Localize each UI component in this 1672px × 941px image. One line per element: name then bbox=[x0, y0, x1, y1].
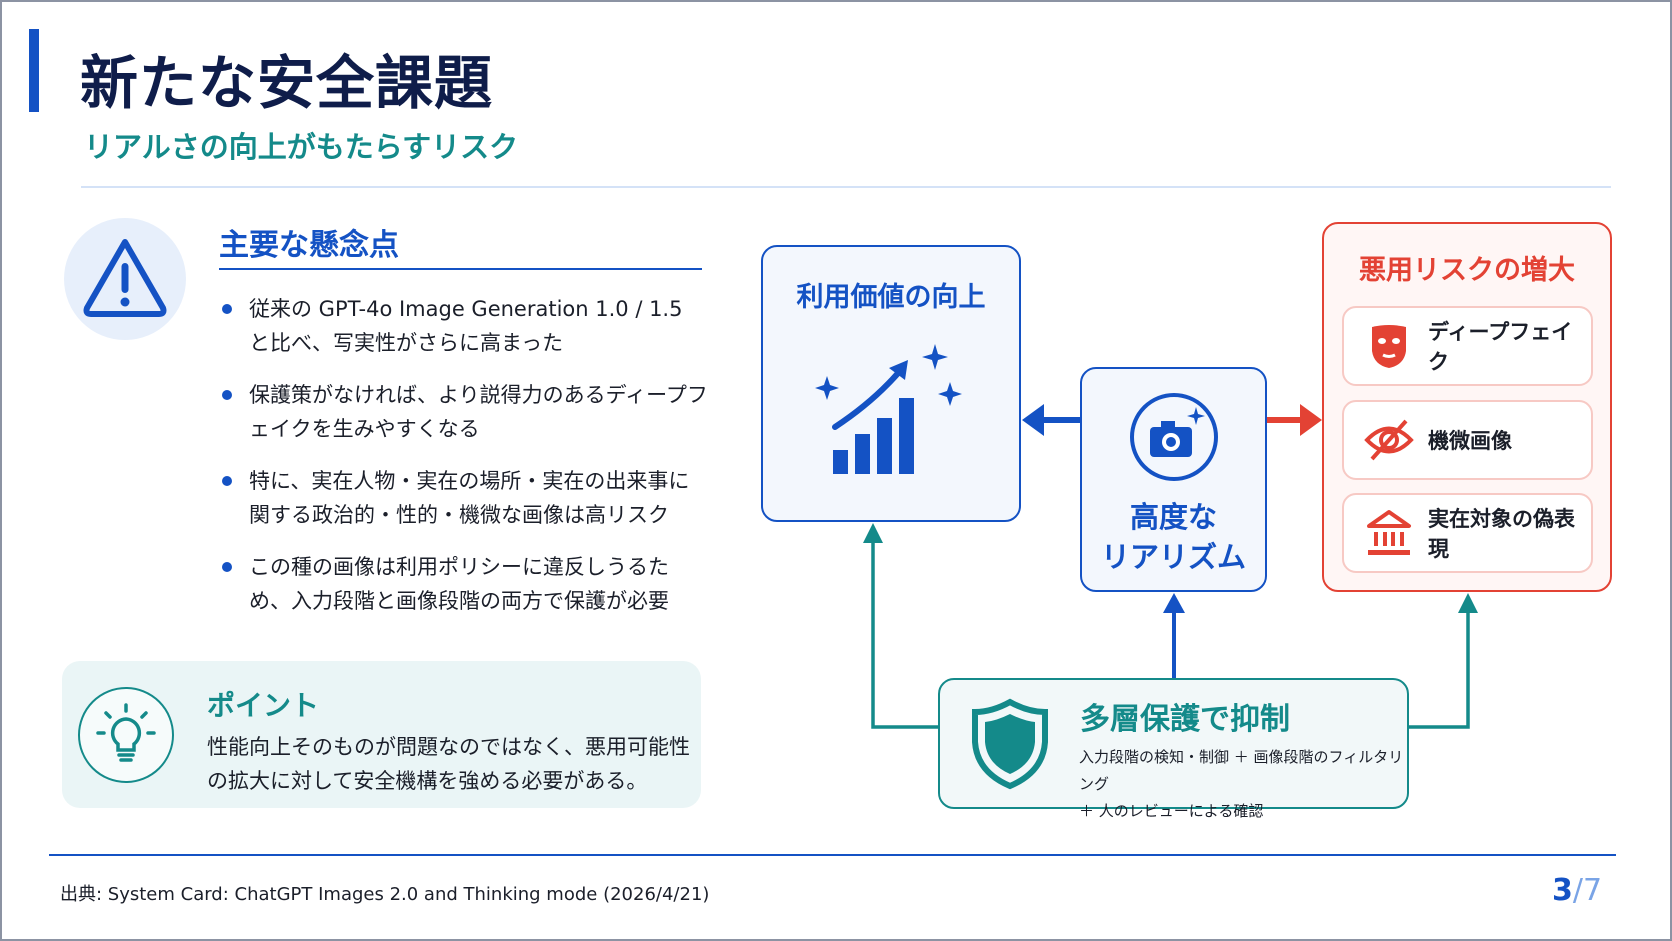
source-citation: 出典: System Card: ChatGPT Images 2.0 and … bbox=[60, 884, 710, 905]
value-box: 利用価値の向上 bbox=[761, 245, 1021, 522]
mask-icon bbox=[1372, 325, 1406, 368]
camera-icon bbox=[1130, 393, 1218, 481]
arrow-to-value bbox=[1022, 404, 1080, 436]
risk-item-label: 機微画像 bbox=[1428, 429, 1512, 453]
realism-box: 高度なリアリズム bbox=[1080, 367, 1267, 592]
risk-box: 悪用リスクの増大 ディープフェイク 機微画像 実在対象の偽表現 bbox=[1322, 222, 1612, 592]
header-divider bbox=[81, 186, 1611, 188]
list-item: 従来の GPT-4o Image Generation 1.0 / 1.5 と比… bbox=[220, 292, 710, 360]
arrow-protection-to-risk bbox=[1409, 593, 1478, 729]
list-item: この種の画像は利用ポリシーに違反しうるため、入力段階と画像段階の両方で保護が必要 bbox=[220, 550, 710, 618]
protection-box: 多層保護で抑制 入力段階の検知・制御 ＋ 画像段階のフィルタリング ＋ 人のレビュ… bbox=[938, 678, 1409, 820]
arrow-to-realism bbox=[1163, 593, 1185, 678]
footer-divider bbox=[49, 854, 1616, 856]
list-item: 特に、実在人物・実在の場所・実在の出来事に関する政治的・性的・機微な画像は高リス… bbox=[220, 464, 710, 532]
arrow-protection-to-value bbox=[863, 523, 938, 729]
growth-chart-icon bbox=[815, 344, 962, 474]
point-title: ポイント bbox=[207, 689, 320, 722]
lightbulb-icon bbox=[78, 687, 174, 783]
eye-slash-icon bbox=[1364, 419, 1414, 461]
realism-title-line1: 高度な bbox=[1129, 500, 1217, 534]
risk-item-false-depiction: 実在対象の偽表現 bbox=[1342, 493, 1593, 573]
risk-item-label: 実在対象の偽表現 bbox=[1428, 507, 1575, 561]
page-total: /7 bbox=[1572, 873, 1603, 908]
risk-item-deepfake: ディープフェイク bbox=[1342, 306, 1593, 386]
risk-item-sensitive-images: 機微画像 bbox=[1342, 400, 1593, 480]
list-item: 保護策がなければ、より説得力のあるディープフェイクを生みやすくなる bbox=[220, 378, 710, 446]
protection-line2: ＋ 人のレビューによる確認 bbox=[1079, 802, 1264, 820]
protection-line1: 入力段階の検知・制御 ＋ 画像段階のフィルタリング bbox=[1079, 748, 1404, 793]
page-current: 3 bbox=[1552, 873, 1573, 908]
warning-icon bbox=[64, 218, 186, 340]
concerns-heading: 主要な懸念点 bbox=[219, 228, 399, 263]
risk-title: 悪用リスクの増大 bbox=[1359, 255, 1575, 286]
page-title: 新たな安全課題 bbox=[80, 49, 494, 117]
point-text: 性能向上そのものが問題なのではなく、悪用可能性の拡大に対して安全機構を強める必要… bbox=[207, 735, 690, 793]
building-icon bbox=[1367, 510, 1411, 555]
concerns-underline bbox=[219, 268, 702, 270]
risk-item-label: ディープフェイク bbox=[1428, 320, 1573, 374]
protection-title: 多層保護で抑制 bbox=[1080, 702, 1290, 737]
page-number: 3/7 bbox=[1552, 873, 1602, 908]
shield-icon bbox=[972, 698, 1048, 790]
page-subtitle: リアルさの向上がもたらすリスク bbox=[84, 130, 519, 164]
arrow-to-risk bbox=[1267, 404, 1322, 436]
realism-title-line2: リアリズム bbox=[1100, 540, 1246, 574]
concerns-list: 従来の GPT-4o Image Generation 1.0 / 1.5 と比… bbox=[220, 292, 710, 636]
title-accent-bar bbox=[29, 29, 39, 112]
value-title: 利用価値の向上 bbox=[796, 282, 986, 313]
